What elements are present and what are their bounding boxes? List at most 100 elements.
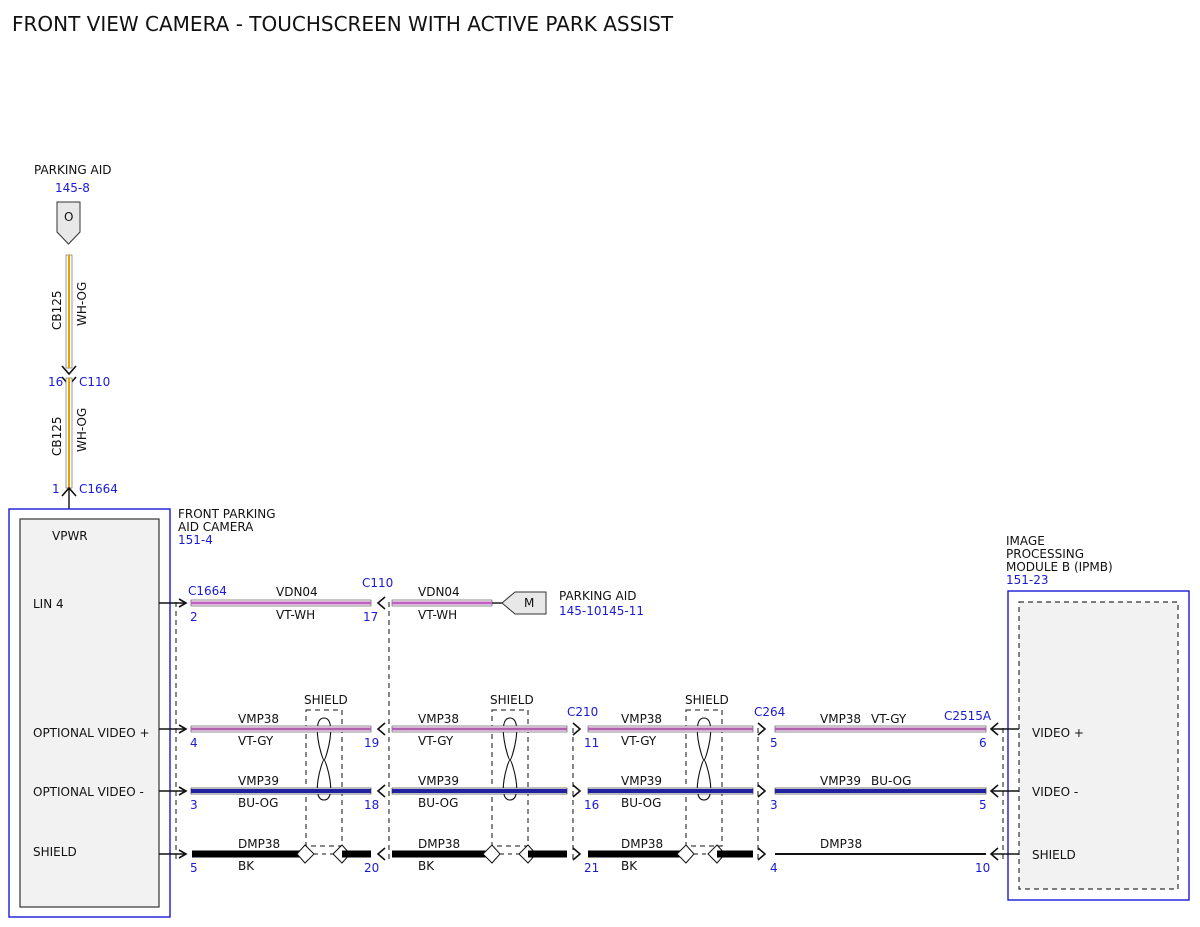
camera-pin-opt-video-minus: OPTIONAL VIDEO -	[33, 785, 144, 799]
ipmb-title-line1: IMAGE	[1006, 534, 1045, 548]
vminus-pin-16: 16	[584, 798, 599, 812]
vplus-c110-chevron-icon	[376, 722, 386, 736]
wire-circuit-cb125-upper: CB125	[50, 290, 64, 330]
ipmb-module-body	[1018, 601, 1179, 890]
front-parking-aid-camera: FRONT PARKING AID CAMERA 151-4 VPWR LIN …	[8, 507, 276, 918]
ipmb-pin-video-plus: VIDEO +	[1032, 726, 1084, 740]
lin-c110-label[interactable]: C110	[362, 576, 393, 590]
ipmb-ref[interactable]: 151-23	[1006, 573, 1049, 587]
c210-label[interactable]: C210	[567, 705, 598, 719]
vplus-seg3-color: VT-GY	[621, 734, 657, 748]
connector-m-symbol	[501, 591, 547, 615]
shield2-box	[491, 709, 529, 847]
c2515a-label[interactable]: C2515A	[944, 709, 992, 723]
shield-seg1-circuit: DMP38	[238, 837, 280, 851]
shield-c2515a-chevron-icon	[989, 847, 999, 861]
c110-connector-label[interactable]: C110	[79, 375, 110, 389]
vplus-c210-chevron-icon	[572, 722, 582, 736]
vminus-c110-chevron-icon	[376, 784, 386, 798]
ipmb-title-line3: MODULE B (IPMB)	[1006, 560, 1113, 574]
lin-dest-ref[interactable]: 145-10145-11	[559, 604, 644, 618]
video-minus-row: 3 VMP39 BU-OG 18 VMP39 BU-OG 16 VMP39 BU…	[159, 774, 1019, 812]
page-title: FRONT VIEW CAMERA - TOUCHSCREEN WITH ACT…	[12, 12, 674, 36]
wire-circuit-cb125-lower: CB125	[50, 416, 64, 456]
shield-seg2-circuit: DMP38	[418, 837, 460, 851]
camera-title-line1: FRONT PARKING	[178, 507, 276, 521]
ipmb-title-line2: PROCESSING	[1006, 547, 1084, 561]
vplus-pin-4: 4	[190, 736, 198, 750]
vminus-seg2-circuit: VMP39	[418, 774, 459, 788]
shield-pin-10: 10	[975, 861, 990, 875]
shield-seg2-color: BK	[418, 859, 435, 873]
vminus-seg4-circuit: VMP39	[820, 774, 861, 788]
connector-m-letter: M	[524, 596, 534, 610]
vminus-pin-3: 3	[190, 798, 198, 812]
c110-chevron-icon	[61, 365, 77, 376]
vminus-pin-3b: 3	[770, 798, 778, 812]
vplus-seg2-color: VT-GY	[418, 734, 454, 748]
shield-pin-4: 4	[770, 861, 778, 875]
vplus-c264-chevron-icon	[757, 722, 767, 736]
connector-boundaries	[175, 602, 1004, 860]
shield-seg1-color: BK	[238, 859, 255, 873]
ipmb-pin-video-minus: VIDEO -	[1032, 785, 1078, 799]
shield-c110-chevron-icon	[376, 847, 386, 861]
shield-row: 5 DMP38 BK 20 DMP38 BK 21 DMP38 BK 4 DMP…	[159, 837, 1019, 875]
c110-pin-label: 16	[48, 375, 63, 389]
camera-ref[interactable]: 151-4	[178, 533, 213, 547]
lin-seg1-color: VT-WH	[276, 608, 315, 622]
vminus-c2515a-chevron-icon	[989, 784, 999, 798]
camera-pin-lin4: LIN 4	[33, 597, 64, 611]
top-feed-ref[interactable]: 145-8	[55, 181, 90, 195]
shield-seg3-circuit: DMP38	[621, 837, 663, 851]
camera-pin-vpwr: VPWR	[52, 529, 88, 543]
lin-c1664-label[interactable]: C1664	[188, 584, 227, 598]
vminus-seg3-circuit: VMP39	[621, 774, 662, 788]
shield1-drain-left-icon	[296, 844, 315, 864]
shield1-box	[305, 709, 343, 847]
vminus-pin-18: 18	[364, 798, 379, 812]
shield2-label: SHIELD	[490, 693, 534, 707]
vplus-seg4-color: VT-GY	[871, 712, 907, 726]
shield1-label: SHIELD	[304, 693, 348, 707]
shield-twists: SHIELD SHIELD SHIELD	[304, 693, 729, 847]
vplus-seg1-color: VT-GY	[238, 734, 274, 748]
shield-seg3-color: BK	[621, 859, 638, 873]
shield-pin-21: 21	[584, 861, 599, 875]
camera-pin-shield: SHIELD	[33, 845, 77, 859]
ipmb-module: IMAGE PROCESSING MODULE B (IPMB) 151-23 …	[1006, 534, 1190, 901]
vminus-c264-chevron-icon	[757, 784, 767, 798]
vminus-seg1-color: BU-OG	[238, 796, 278, 810]
vplus-pin-19: 19	[364, 736, 379, 750]
vplus-pin-6: 6	[979, 736, 987, 750]
c1664-connector-label[interactable]: C1664	[79, 482, 118, 496]
vplus-pin-11: 11	[584, 736, 599, 750]
wire-color-whog-lower: WH-OG	[75, 408, 89, 452]
c264-label[interactable]: C264	[754, 705, 785, 719]
vminus-seg4-color: BU-OG	[871, 774, 911, 788]
top-feed: PARKING AID 145-8 O CB125 WH-OG 16 C110 …	[34, 163, 118, 519]
lin-pin-17: 17	[363, 610, 378, 624]
camera-module-body	[19, 518, 160, 908]
c1664-pin-label: 1	[52, 482, 60, 496]
shield2-drain-left-icon	[482, 844, 501, 864]
connector-o-symbol	[56, 201, 81, 245]
lin-seg2-color: VT-WH	[418, 608, 457, 622]
vminus-seg1-circuit: VMP39	[238, 774, 279, 788]
lin-seg1-circuit: VDN04	[276, 585, 318, 599]
vplus-c2515a-chevron-icon	[989, 722, 999, 736]
wire-color-whog-upper: WH-OG	[75, 282, 89, 326]
video-plus-row: 4 VMP38 VT-GY 19 VMP38 VT-GY 11 VMP38 VT…	[159, 712, 1019, 750]
vplus-pin-5: 5	[770, 736, 778, 750]
lin-pin-2: 2	[190, 610, 198, 624]
camera-pin-opt-video-plus: OPTIONAL VIDEO +	[33, 726, 150, 740]
vminus-c210-chevron-icon	[572, 784, 582, 798]
shield3-box	[685, 709, 723, 847]
shield-pin-20: 20	[364, 861, 379, 875]
vminus-seg2-color: BU-OG	[418, 796, 458, 810]
shield-pin-5: 5	[190, 861, 198, 875]
lin-dest-label: PARKING AID	[559, 589, 637, 603]
top-feed-label: PARKING AID	[34, 163, 112, 177]
shield-seg4-circuit: DMP38	[820, 837, 862, 851]
